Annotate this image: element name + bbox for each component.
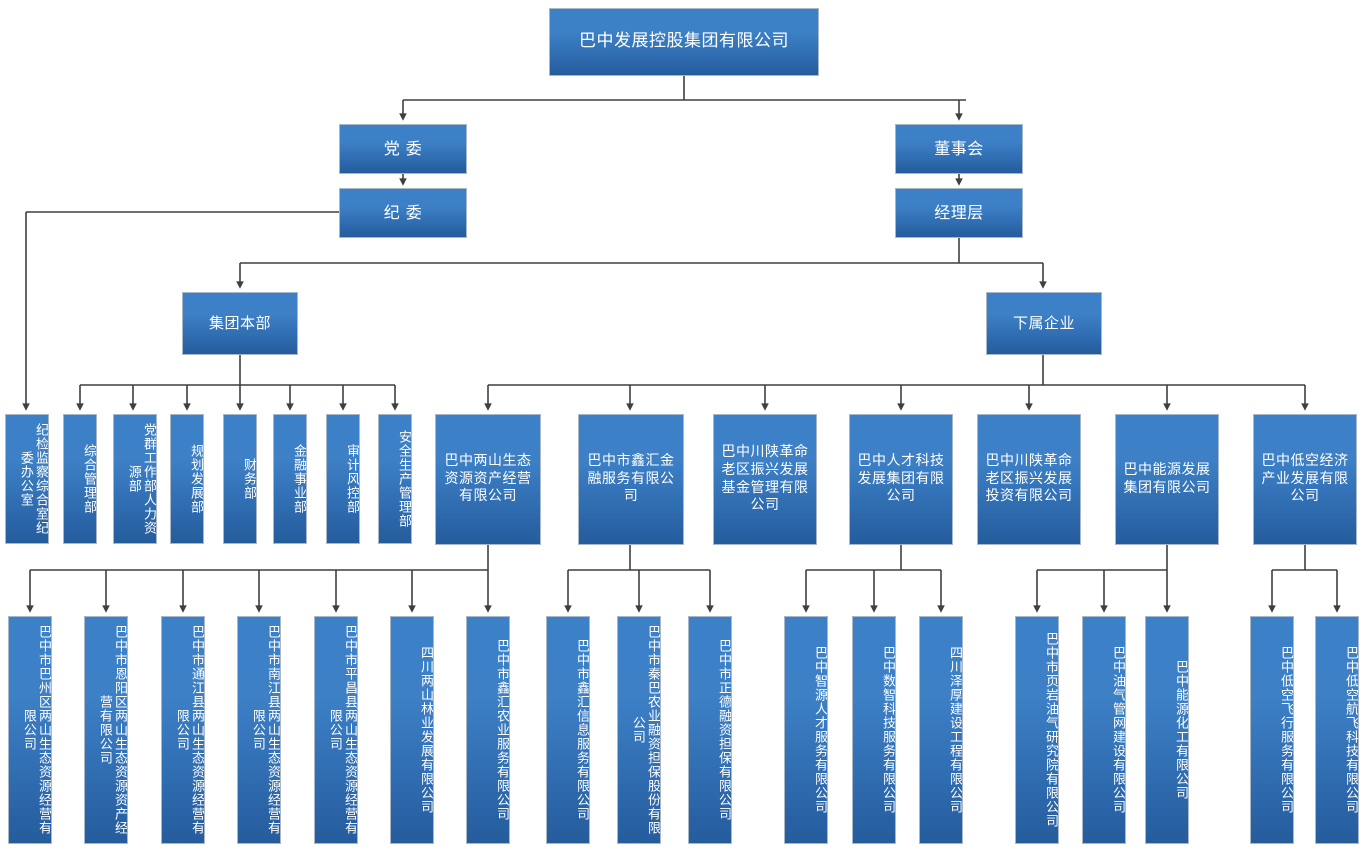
node-sub-revolutionary-investment-label: 巴中川陕革命老区振兴发展投资有限公司 bbox=[985, 452, 1073, 505]
node-sub-energy-development[interactable]: 巴中能源发展集团有限公司 bbox=[1115, 414, 1219, 545]
node-leaf-low-altitude-flight-service[interactable]: 巴中低空飞行服务有限公司 bbox=[1250, 616, 1294, 844]
node-leaf-nanjiang-liangshan-label: 巴中市南江县两山生态资源经营有限公司 bbox=[249, 625, 280, 835]
node-root[interactable]: 巴中发展控股集团有限公司 bbox=[549, 8, 819, 76]
node-dept-party-hr[interactable]: 党群工作部人力资源部 bbox=[113, 414, 157, 544]
node-dept-party-hr-label: 党群工作部人力资源部 bbox=[125, 423, 156, 535]
node-leaf-energy-chemical[interactable]: 巴中能源化工有限公司 bbox=[1145, 616, 1189, 844]
node-sub-liangshan-eco[interactable]: 巴中两山生态资源资产经营有限公司 bbox=[435, 414, 541, 545]
node-leaf-sichuan-liangshan-forestry-label: 四川两山林业发展有限公司 bbox=[418, 646, 433, 814]
node-dept-planning-development-label: 规划发展部 bbox=[188, 444, 203, 514]
node-leaf-zehou-construction[interactable]: 四川泽厚建设工程有限公司 bbox=[919, 616, 963, 844]
node-sub-low-altitude-economy-label: 巴中低空经济产业发展有限公司 bbox=[1261, 452, 1349, 505]
node-dept-safety-production-label: 安全生产管理部 bbox=[396, 430, 411, 528]
node-dept-planning-development[interactable]: 规划发展部 bbox=[170, 414, 204, 544]
node-leaf-bazhou-liangshan[interactable]: 巴中市巴州区两山生态资源经营有限公司 bbox=[8, 616, 52, 844]
node-leaf-tongjiang-liangshan[interactable]: 巴中市通江县两山生态资源经营有限公司 bbox=[161, 616, 205, 844]
node-leaf-energy-chemical-label: 巴中能源化工有限公司 bbox=[1173, 660, 1188, 800]
node-leaf-qinba-agri-guarantee[interactable]: 巴中市秦巴农业融资担保股份有限公司 bbox=[617, 616, 661, 844]
node-leaf-tongjiang-liangshan-label: 巴中市通江县两山生态资源经营有限公司 bbox=[173, 625, 204, 835]
node-leaf-pingchang-liangshan-label: 巴中市平昌县两山生态资源经营有限公司 bbox=[326, 625, 357, 835]
node-sub-energy-development-label: 巴中能源发展集团有限公司 bbox=[1123, 461, 1211, 496]
node-management-layer-label: 经理层 bbox=[934, 202, 984, 222]
node-sub-xinhui-finance[interactable]: 巴中市鑫汇金融服务有限公司 bbox=[578, 414, 684, 545]
node-leaf-xinhui-agriculture[interactable]: 巴中市鑫汇农业服务有限公司 bbox=[466, 616, 510, 844]
node-leaf-oil-gas-pipeline-label: 巴中油气管网建设有限公司 bbox=[1110, 646, 1125, 814]
node-sub-low-altitude-economy[interactable]: 巴中低空经济产业发展有限公司 bbox=[1253, 414, 1357, 545]
node-leaf-sichuan-liangshan-forestry[interactable]: 四川两山林业发展有限公司 bbox=[390, 616, 434, 844]
node-leaf-nanjiang-liangshan[interactable]: 巴中市南江县两山生态资源经营有限公司 bbox=[237, 616, 281, 844]
node-party-committee-label: 党 委 bbox=[383, 138, 423, 158]
node-leaf-zhengde-guarantee-label: 巴中市正德融资担保有限公司 bbox=[716, 639, 731, 821]
node-sub-revolutionary-fund[interactable]: 巴中川陕革命老区振兴发展基金管理有限公司 bbox=[713, 414, 817, 545]
node-leaf-enyang-liangshan-label: 巴中市恩阳区两山生态资源资产经营有限公司 bbox=[96, 625, 127, 835]
node-group-headquarters[interactable]: 集团本部 bbox=[182, 292, 298, 355]
node-sub-revolutionary-fund-label: 巴中川陕革命老区振兴发展基金管理有限公司 bbox=[721, 443, 809, 514]
node-dept-discipline-office-label: 纪检监察综合室纪委办公室 bbox=[17, 423, 48, 535]
node-leaf-low-altitude-aviation-tech-label: 巴中低空航飞科技有限公司 bbox=[1343, 646, 1358, 814]
node-dept-safety-production[interactable]: 安全生产管理部 bbox=[378, 414, 412, 544]
node-sub-talent-tech[interactable]: 巴中人才科技发展集团有限公司 bbox=[849, 414, 953, 545]
node-sub-talent-tech-label: 巴中人才科技发展集团有限公司 bbox=[857, 452, 945, 505]
node-leaf-low-altitude-aviation-tech[interactable]: 巴中低空航飞科技有限公司 bbox=[1315, 616, 1359, 844]
node-group-headquarters-label: 集团本部 bbox=[208, 313, 271, 332]
node-root-label: 巴中发展控股集团有限公司 bbox=[579, 31, 789, 52]
node-dept-audit-risk-label: 审计风控部 bbox=[344, 444, 359, 514]
node-leaf-shuzhi-tech-label: 巴中数智科技服务有限公司 bbox=[880, 646, 895, 814]
node-leaf-xinhui-information-label: 巴中市鑫汇信息服务有限公司 bbox=[574, 639, 589, 821]
node-leaf-xinhui-agriculture-label: 巴中市鑫汇农业服务有限公司 bbox=[494, 639, 509, 821]
node-leaf-low-altitude-flight-service-label: 巴中低空飞行服务有限公司 bbox=[1278, 646, 1293, 814]
node-leaf-zhiyuan-talent[interactable]: 巴中智源人才服务有限公司 bbox=[784, 616, 828, 844]
node-dept-financial-business-label: 金融事业部 bbox=[291, 444, 306, 514]
node-leaf-qinba-agri-guarantee-label: 巴中市秦巴农业融资担保股份有限公司 bbox=[629, 625, 660, 835]
node-dept-financial-business[interactable]: 金融事业部 bbox=[273, 414, 307, 544]
node-leaf-oil-gas-pipeline[interactable]: 巴中油气管网建设有限公司 bbox=[1082, 616, 1126, 844]
node-management-layer[interactable]: 经理层 bbox=[895, 188, 1023, 238]
node-discipline-committee-label: 纪 委 bbox=[383, 202, 423, 222]
node-dept-finance-label: 财务部 bbox=[241, 458, 256, 500]
node-leaf-shale-oil-gas-institute[interactable]: 巴中市页岩油气研究院有限公司 bbox=[1015, 616, 1059, 844]
node-dept-general-management[interactable]: 综合管理部 bbox=[63, 414, 97, 544]
node-party-committee[interactable]: 党 委 bbox=[339, 124, 467, 174]
node-leaf-shale-oil-gas-institute-label: 巴中市页岩油气研究院有限公司 bbox=[1043, 632, 1058, 828]
node-sub-liangshan-eco-label: 巴中两山生态资源资产经营有限公司 bbox=[444, 452, 532, 505]
node-leaf-zhiyuan-talent-label: 巴中智源人才服务有限公司 bbox=[812, 646, 827, 814]
node-dept-discipline-office[interactable]: 纪检监察综合室纪委办公室 bbox=[5, 414, 49, 544]
node-board-of-directors-label: 董事会 bbox=[934, 138, 984, 158]
node-leaf-bazhou-liangshan-label: 巴中市巴州区两山生态资源经营有限公司 bbox=[20, 625, 51, 835]
node-leaf-xinhui-information[interactable]: 巴中市鑫汇信息服务有限公司 bbox=[546, 616, 590, 844]
node-discipline-committee[interactable]: 纪 委 bbox=[339, 188, 467, 238]
node-leaf-pingchang-liangshan[interactable]: 巴中市平昌县两山生态资源经营有限公司 bbox=[314, 616, 358, 844]
node-board-of-directors[interactable]: 董事会 bbox=[895, 124, 1023, 174]
node-subordinate-enterprises-label: 下属企业 bbox=[1012, 313, 1075, 332]
node-leaf-enyang-liangshan[interactable]: 巴中市恩阳区两山生态资源资产经营有限公司 bbox=[84, 616, 128, 844]
node-leaf-zhengde-guarantee[interactable]: 巴中市正德融资担保有限公司 bbox=[688, 616, 732, 844]
node-leaf-zehou-construction-label: 四川泽厚建设工程有限公司 bbox=[947, 646, 962, 814]
node-dept-audit-risk[interactable]: 审计风控部 bbox=[326, 414, 360, 544]
node-sub-revolutionary-investment[interactable]: 巴中川陕革命老区振兴发展投资有限公司 bbox=[977, 414, 1081, 545]
node-dept-general-management-label: 综合管理部 bbox=[81, 444, 96, 514]
node-dept-finance[interactable]: 财务部 bbox=[223, 414, 257, 544]
node-subordinate-enterprises[interactable]: 下属企业 bbox=[986, 292, 1102, 355]
node-leaf-shuzhi-tech[interactable]: 巴中数智科技服务有限公司 bbox=[852, 616, 896, 844]
node-sub-xinhui-finance-label: 巴中市鑫汇金融服务有限公司 bbox=[587, 452, 675, 505]
